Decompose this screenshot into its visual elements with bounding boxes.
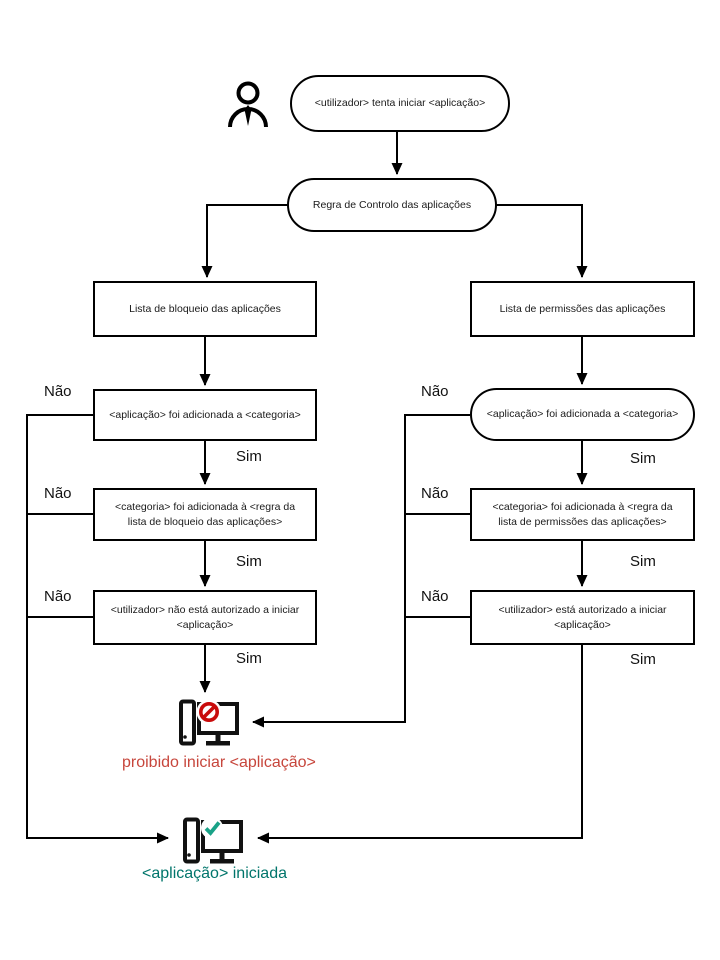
blocklist-node: Lista de bloqueio das aplicações: [93, 281, 317, 337]
pc-blocked-icon: [178, 699, 242, 749]
edge-label-sim: Sim: [236, 448, 262, 465]
edge-label-nao: Não: [421, 588, 449, 605]
edge-label-nao: Não: [44, 588, 72, 605]
edge-label-nao: Não: [44, 383, 72, 400]
rule-node: Regra de Controlo das aplicações: [287, 178, 497, 232]
block-step-category-in-rule: <categoria> foi adicionada à <regra da l…: [93, 488, 317, 541]
edge-label-nao: Não: [421, 383, 449, 400]
outcome-started-text: <aplicação> iniciada: [142, 865, 287, 882]
edge-label-sim: Sim: [630, 553, 656, 570]
block-step-app-in-category: <aplicação> foi adicionada a <categoria>: [93, 389, 317, 441]
allow-step-app-in-category: <aplicação> foi adicionada a <categoria>: [470, 388, 695, 441]
edge-label-nao: Não: [44, 485, 72, 502]
allowlist-node: Lista de permissões das aplicações: [470, 281, 695, 337]
edge-label-sim: Sim: [630, 450, 656, 467]
allow-step-user-authorized: <utilizador> está autorizado a iniciar <…: [470, 590, 695, 645]
outcome-blocked-text: proibido iniciar <aplicação>: [122, 754, 316, 771]
edge-label-sim: Sim: [236, 650, 262, 667]
pc-started-icon: [182, 817, 246, 867]
user-icon: [224, 80, 272, 128]
allow-step-category-in-rule: <categoria> foi adicionada à <regra da l…: [470, 488, 695, 541]
edge-label-nao: Não: [421, 485, 449, 502]
block-step-user-not-authorized: <utilizador> não está autorizado a inici…: [93, 590, 317, 645]
start-node: <utilizador> tenta iniciar <aplicação>: [290, 75, 510, 132]
edge-label-sim: Sim: [236, 553, 262, 570]
edge-label-sim: Sim: [630, 651, 656, 668]
